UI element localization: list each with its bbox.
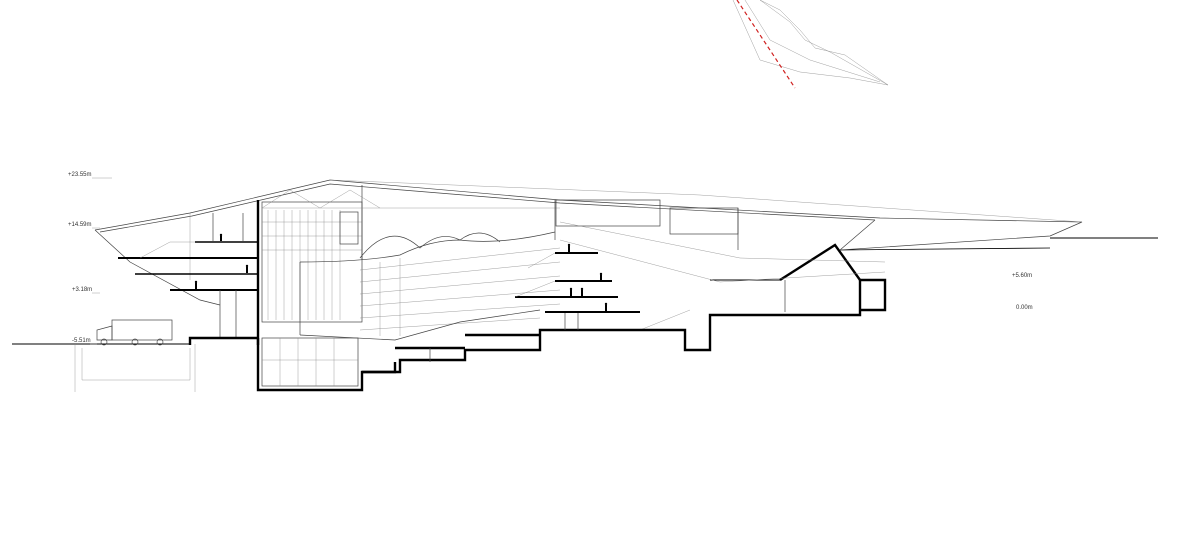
left-block-floors [118,200,260,345]
auditorium [299,200,561,341]
truck [96,319,173,346]
roof-envelope [94,179,1083,306]
level-label-mid: +3.18m [72,287,93,293]
key-plan [732,0,889,89]
level-label-upper: +14.59m [68,222,92,228]
stage-tower [261,185,560,323]
human-figures [194,233,608,311]
right-wing [555,199,886,312]
key-plan-section-cut-line [736,0,796,89]
level-label-lower: -5.51m [72,338,91,344]
stepped-foundation [188,278,887,374]
ground-line [12,237,1158,345]
balconies [514,252,691,331]
level-label-right-ground: 0.00m [1016,305,1033,311]
level-label-right-upper: +5.60m [1012,273,1033,279]
level-label-roof: +23.55m [68,172,92,178]
level-markers [90,177,112,345]
stage-pit [74,337,397,392]
